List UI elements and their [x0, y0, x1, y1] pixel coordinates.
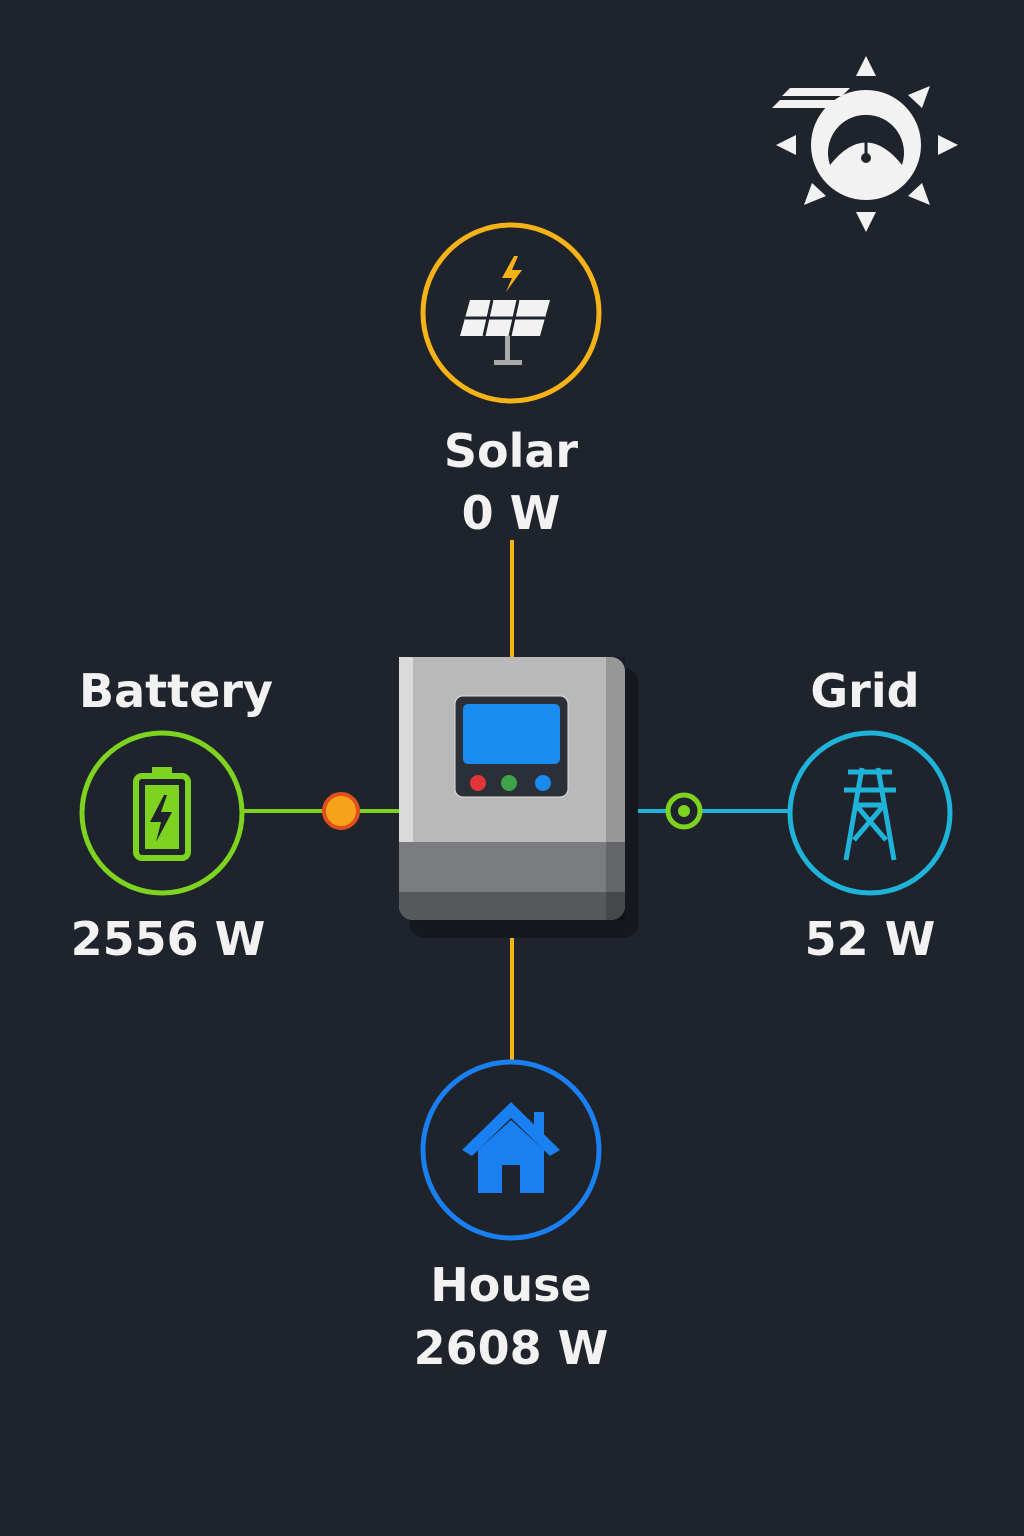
- grid-value: 52 W: [804, 912, 936, 966]
- house-icon: [462, 1102, 560, 1193]
- battery-value: 2556 W: [70, 912, 266, 966]
- battery-node[interactable]: [79, 730, 245, 896]
- grid-label: Grid: [810, 664, 920, 718]
- solar-gauge-logo-icon: [772, 56, 958, 232]
- inverter[interactable]: [399, 657, 638, 938]
- house-node[interactable]: [420, 1059, 602, 1241]
- battery-charging-icon: [133, 767, 191, 861]
- house-label: House: [430, 1258, 592, 1312]
- solar-value: 0 W: [461, 486, 561, 540]
- inverter-screen: [463, 704, 560, 764]
- battery-label: Battery: [79, 664, 273, 718]
- battery-flow-dot: [322, 792, 360, 830]
- power-tower-icon: [843, 767, 897, 861]
- solar-node[interactable]: [420, 222, 602, 404]
- grid-node[interactable]: [787, 730, 953, 896]
- solar-panel-icon: [460, 256, 550, 365]
- solar-label: Solar: [443, 424, 579, 478]
- house-value: 2608 W: [413, 1321, 609, 1375]
